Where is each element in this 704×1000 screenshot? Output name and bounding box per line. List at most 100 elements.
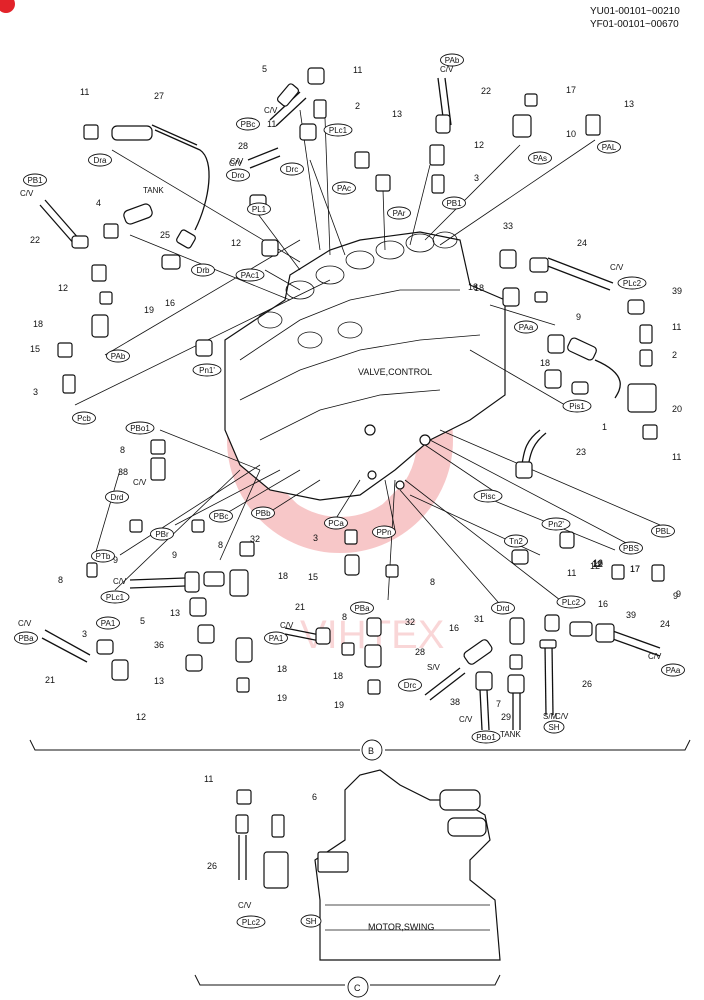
note-s-m: S/M — [543, 712, 558, 721]
callout-11: 11 — [567, 568, 576, 578]
svg-text:PBr: PBr — [155, 530, 169, 539]
callout-3: 3 — [474, 173, 479, 183]
svg-text:Pcb: Pcb — [77, 414, 91, 423]
callout-8: 8 — [58, 575, 63, 585]
callout-27: 27 — [154, 91, 164, 101]
callout-16: 16 — [593, 558, 603, 568]
svg-text:PBb: PBb — [255, 509, 271, 518]
svg-text:Pn2': Pn2' — [548, 520, 564, 529]
port-tag-drd: Drd — [105, 490, 129, 504]
port-tag-pas: PAs — [528, 151, 552, 165]
svg-text:PB1: PB1 — [446, 199, 462, 208]
note-c-v: C/V — [18, 619, 32, 628]
callout-12: 12 — [231, 238, 241, 248]
callout-38: 38 — [118, 467, 128, 477]
callout-9: 9 — [172, 550, 177, 560]
port-tag-pbo1: PBo1 — [471, 730, 501, 744]
callout-8: 8 — [120, 445, 125, 455]
port-tag-plc2: PLc2 — [236, 915, 266, 929]
svg-text:PBo1: PBo1 — [476, 733, 496, 742]
callout-9: 9 — [676, 589, 681, 599]
port-tag-pn2: Pn2' — [541, 517, 571, 531]
serial-line-1: YU01-00101~00210 — [590, 6, 680, 17]
callout-8: 8 — [430, 577, 435, 587]
svg-text:PA1: PA1 — [101, 619, 116, 628]
callout-11: 11 — [353, 65, 362, 75]
port-tag-paa: PAa — [661, 663, 685, 677]
port-tag-pbs: PBS — [619, 541, 643, 555]
callout-16: 16 — [449, 623, 459, 633]
port-tag-pis1: Pis1 — [562, 399, 592, 413]
callout-6: 6 — [312, 792, 317, 802]
callout-28: 28 — [238, 141, 248, 151]
section-marker-b-circle — [361, 739, 383, 761]
port-tag-plc2: PLc2 — [617, 276, 647, 290]
callout-16: 16 — [598, 599, 608, 609]
svg-text:PBc: PBc — [241, 120, 256, 129]
text-note-layer: C/VC/VC/VC/VC/VTANKC/VC/VC/VC/VC/VC/VC/V… — [18, 65, 662, 910]
section-marker-b: B — [368, 746, 374, 756]
callout-19: 19 — [277, 693, 287, 703]
port-tag-plc1: PLc1 — [323, 123, 353, 137]
callout-12: 12 — [58, 283, 68, 293]
svg-text:Drc: Drc — [404, 681, 416, 690]
callout-7: 7 — [496, 699, 501, 709]
svg-text:PAa: PAa — [519, 323, 534, 332]
port-tag-paa: PAa — [514, 320, 538, 334]
note-c-v: C/V — [229, 159, 243, 168]
port-tag-pl1: PL1 — [247, 202, 271, 216]
port-tag-pab: PAb — [106, 349, 130, 363]
svg-text:PL1: PL1 — [252, 205, 267, 214]
svg-text:Pis1: Pis1 — [569, 402, 585, 411]
note-tank: TANK — [500, 730, 521, 739]
callout-22: 22 — [30, 235, 40, 245]
callout-12: 12 — [590, 561, 600, 571]
port-tag-pbr: PBr — [150, 527, 174, 541]
svg-text:SH: SH — [548, 723, 559, 732]
port-tag-par: PAr — [387, 206, 411, 220]
callout-31: 31 — [474, 614, 484, 624]
callout-5: 5 — [140, 616, 145, 626]
port-tag-plc2: PLc2 — [556, 595, 586, 609]
callout-3: 3 — [313, 533, 318, 543]
callout-11: 11 — [80, 87, 89, 97]
callout-25: 25 — [160, 230, 170, 240]
callout-39: 39 — [672, 286, 682, 296]
svg-text:PCa: PCa — [328, 519, 344, 528]
callout-11: 11 — [672, 322, 681, 332]
callout-13: 13 — [624, 99, 634, 109]
note-tank: TANK — [143, 186, 164, 195]
port-tag-pbo1: PBo1 — [125, 421, 155, 435]
callout-38: 38 — [450, 697, 460, 707]
port-tag-sh: SH — [300, 914, 322, 928]
port-tag-plc1: PLc1 — [100, 590, 130, 604]
callout-22: 22 — [481, 86, 491, 96]
port-tag-pb1: PB1 — [23, 173, 47, 187]
callout-10: 10 — [566, 129, 576, 139]
callout-23: 23 — [576, 447, 586, 457]
callout-15: 15 — [30, 344, 40, 354]
callout-9: 9 — [576, 312, 581, 322]
svg-text:PAc: PAc — [337, 184, 351, 193]
callout-2: 2 — [355, 101, 360, 111]
fittings — [57, 67, 665, 889]
port-tag-pn1: Pn1' — [192, 363, 222, 377]
callout-32: 32 — [250, 534, 260, 544]
callout-18: 18 — [333, 671, 343, 681]
callout-19: 19 — [144, 305, 154, 315]
motor-swing-label: MOTOR,SWING — [368, 922, 434, 932]
port-tag-tn2: Tn2 — [504, 534, 528, 548]
svg-text:Drd: Drd — [497, 604, 510, 613]
callout-18: 18 — [474, 283, 484, 293]
svg-text:PBa: PBa — [18, 634, 34, 643]
svg-text:Drd: Drd — [111, 493, 124, 502]
callout-20: 20 — [672, 404, 682, 414]
port-tag-layer: PAbPBcPLc1DraDrcPL1PAcPArPAsPALPB1PB1PAc… — [14, 53, 685, 929]
port-tag-pba: PBa — [350, 601, 374, 615]
control-valve-body — [224, 231, 506, 501]
callout-29: 29 — [501, 712, 511, 722]
callout-19: 19 — [334, 700, 344, 710]
callout-18: 18 — [33, 319, 43, 329]
